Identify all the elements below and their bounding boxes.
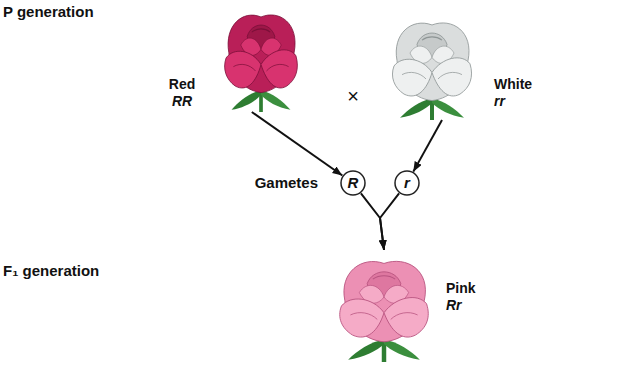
red-rose <box>225 15 298 112</box>
cross-arrow <box>252 112 343 176</box>
cross-arrow <box>413 120 442 172</box>
pink-rose <box>340 261 429 362</box>
genotype-label: RR <box>158 93 206 110</box>
circle-content: r <box>394 170 420 196</box>
allele-letter: r <box>404 174 410 192</box>
label-block: RedRR <box>158 76 206 110</box>
genotype-label: rr <box>494 93 564 110</box>
cross-symbol: × <box>340 84 366 108</box>
gamete-circle: R <box>340 170 366 196</box>
generation-label: F₁ generation <box>3 262 163 280</box>
gametes-label: Gametes <box>218 174 318 192</box>
cross-arrow <box>380 193 399 250</box>
gamete-outline <box>341 171 365 195</box>
red-rose-node: RedRR <box>215 4 307 112</box>
white-rose-node: Whiterr <box>382 12 482 120</box>
phenotype-label: Pink <box>446 280 506 297</box>
circle-content: R <box>340 170 366 196</box>
allele-letter: R <box>348 174 359 192</box>
pink-rose-node: PinkRr <box>328 250 440 362</box>
white-rose <box>392 23 471 120</box>
label-block: PinkRr <box>446 280 506 314</box>
gamete-circle: r <box>394 170 420 196</box>
generation-label: P generation <box>3 3 153 21</box>
label-block: Whiterr <box>494 76 564 110</box>
phenotype-label: Red <box>158 76 206 93</box>
gamete-outline <box>395 171 419 195</box>
genotype-label: Rr <box>446 297 506 314</box>
phenotype-label: White <box>494 76 564 93</box>
